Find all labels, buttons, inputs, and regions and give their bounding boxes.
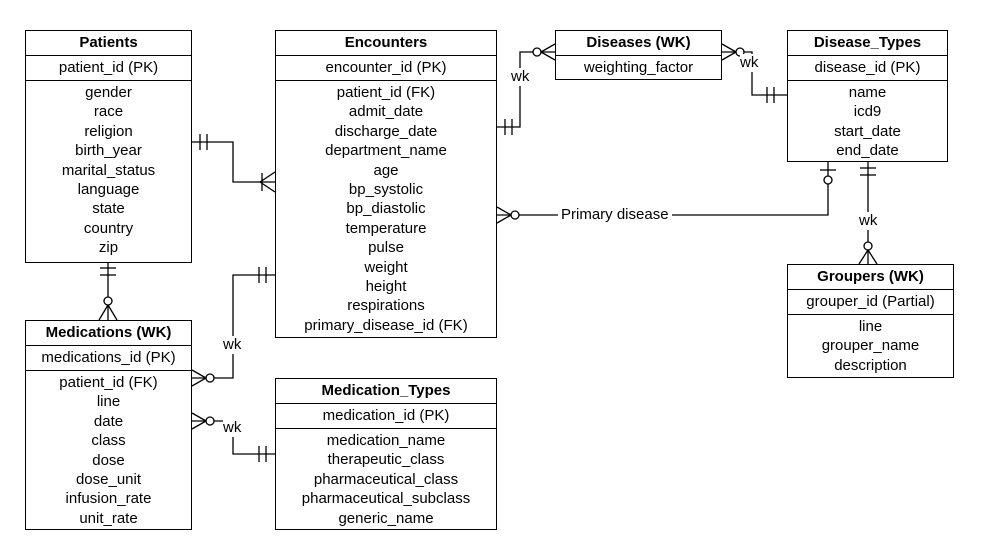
entity-attribute: height [365, 277, 407, 295]
entity-attribute: line [96, 393, 121, 411]
entity-key: weighting_factor [583, 59, 694, 76]
entity-attribute: discharge_date [334, 122, 438, 140]
entity-attribute: end_date [836, 142, 899, 160]
entity-attribute: description [834, 356, 907, 374]
entity-attribute: marital_status [61, 161, 156, 179]
entity-attribute: therapeutic_class [327, 451, 445, 469]
entity-attribute: infusion_rate [65, 490, 152, 508]
entity-encounters: Encounters encounter_id (PK) patient_id … [275, 30, 497, 338]
entity-attribute: gender [85, 84, 132, 101]
entity-attribute: pulse [368, 239, 404, 257]
entity-key: grouper_id (Partial) [788, 290, 953, 315]
entity-attribute: pharmaceutical_class [313, 470, 459, 488]
entity-title: Diseases (WK) [556, 31, 721, 56]
rel-medications-medication-types [191, 412, 275, 462]
entity-medication-types: Medication_Types medication_id (PK) medi… [275, 378, 497, 530]
label-encounters-medications: wk [223, 336, 242, 354]
entity-attribute: religion [84, 122, 133, 140]
entity-attribute: temperature [345, 219, 427, 237]
entity-title: Groupers (WK) [788, 265, 953, 290]
entity-attribute: patient_id (FK) [59, 374, 158, 391]
entity-attribute: grouper_name [821, 337, 920, 355]
entity-attribute: country [83, 219, 134, 237]
entity-attribute: medication_name [326, 432, 446, 449]
entity-attribute: generic_name [338, 509, 434, 527]
entity-attribute: weight [364, 258, 408, 276]
rel-encounters-diseases [497, 43, 556, 135]
entity-attribute: department_name [325, 142, 447, 160]
entity-attribute: race [93, 103, 124, 121]
entity-attribute: bp_systolic [348, 180, 424, 198]
entity-attribute: unit_rate [79, 509, 138, 527]
entity-attribute: admit_date [348, 103, 424, 121]
entity-attribute: language [77, 180, 140, 198]
entity-attribute: dose [92, 451, 125, 469]
label-primary-disease: Primary disease [558, 206, 672, 224]
entity-attribute: primary_disease_id (FK) [304, 316, 468, 334]
entity-groupers: Groupers (WK) grouper_id (Partial) line g… [787, 264, 954, 378]
entity-title: Patients [26, 31, 191, 56]
entity-attribute: icd9 [853, 103, 882, 121]
entity-attribute: state [92, 200, 125, 218]
entity-attribute: date [93, 412, 124, 430]
entity-attribute: line [858, 318, 883, 335]
entity-title: Medications (WK) [26, 321, 191, 346]
rel-diseases-disease-types [721, 43, 787, 103]
entity-title: Disease_Types [788, 31, 947, 56]
entity-title: Encounters [276, 31, 496, 56]
label-disease-types-groupers: wk [859, 212, 878, 230]
label-encounters-diseases: wk [511, 68, 530, 86]
entity-attribute: birth_year [75, 142, 142, 160]
rel-disease-types-groupers [858, 162, 878, 265]
entity-attribute: respirations [347, 297, 425, 315]
entity-key: medications_id (PK) [26, 346, 191, 371]
entity-key: medication_id (PK) [276, 404, 496, 429]
entity-attribute: patient_id (FK) [336, 84, 436, 101]
rel-patients-medications [98, 263, 118, 321]
entity-attribute: age [373, 161, 399, 179]
entity-diseases: Diseases (WK) weighting_factor [555, 30, 722, 80]
entity-attribute: zip [98, 239, 119, 257]
rel-patients-encounters [192, 134, 276, 193]
label-medications-medication-types: wk [223, 419, 242, 437]
entity-attribute: name [848, 84, 887, 101]
entity-attribute: bp_diastolic [346, 200, 426, 218]
entity-key: patient_id (PK) [26, 56, 191, 81]
entity-attribute: start_date [834, 122, 901, 140]
entity-medications: Medications (WK) medications_id (PK) pat… [25, 320, 192, 530]
entity-title: Medication_Types [276, 379, 496, 404]
entity-attribute: pharmaceutical_subclass [301, 490, 471, 508]
entity-attribute: dose_unit [75, 470, 142, 488]
entity-attribute: class [91, 432, 126, 450]
label-diseases-disease-types: wk [740, 54, 759, 72]
entity-key: disease_id (PK) [788, 56, 947, 81]
rel-encounters-medications [191, 267, 275, 387]
entity-key: encounter_id (PK) [276, 56, 496, 81]
